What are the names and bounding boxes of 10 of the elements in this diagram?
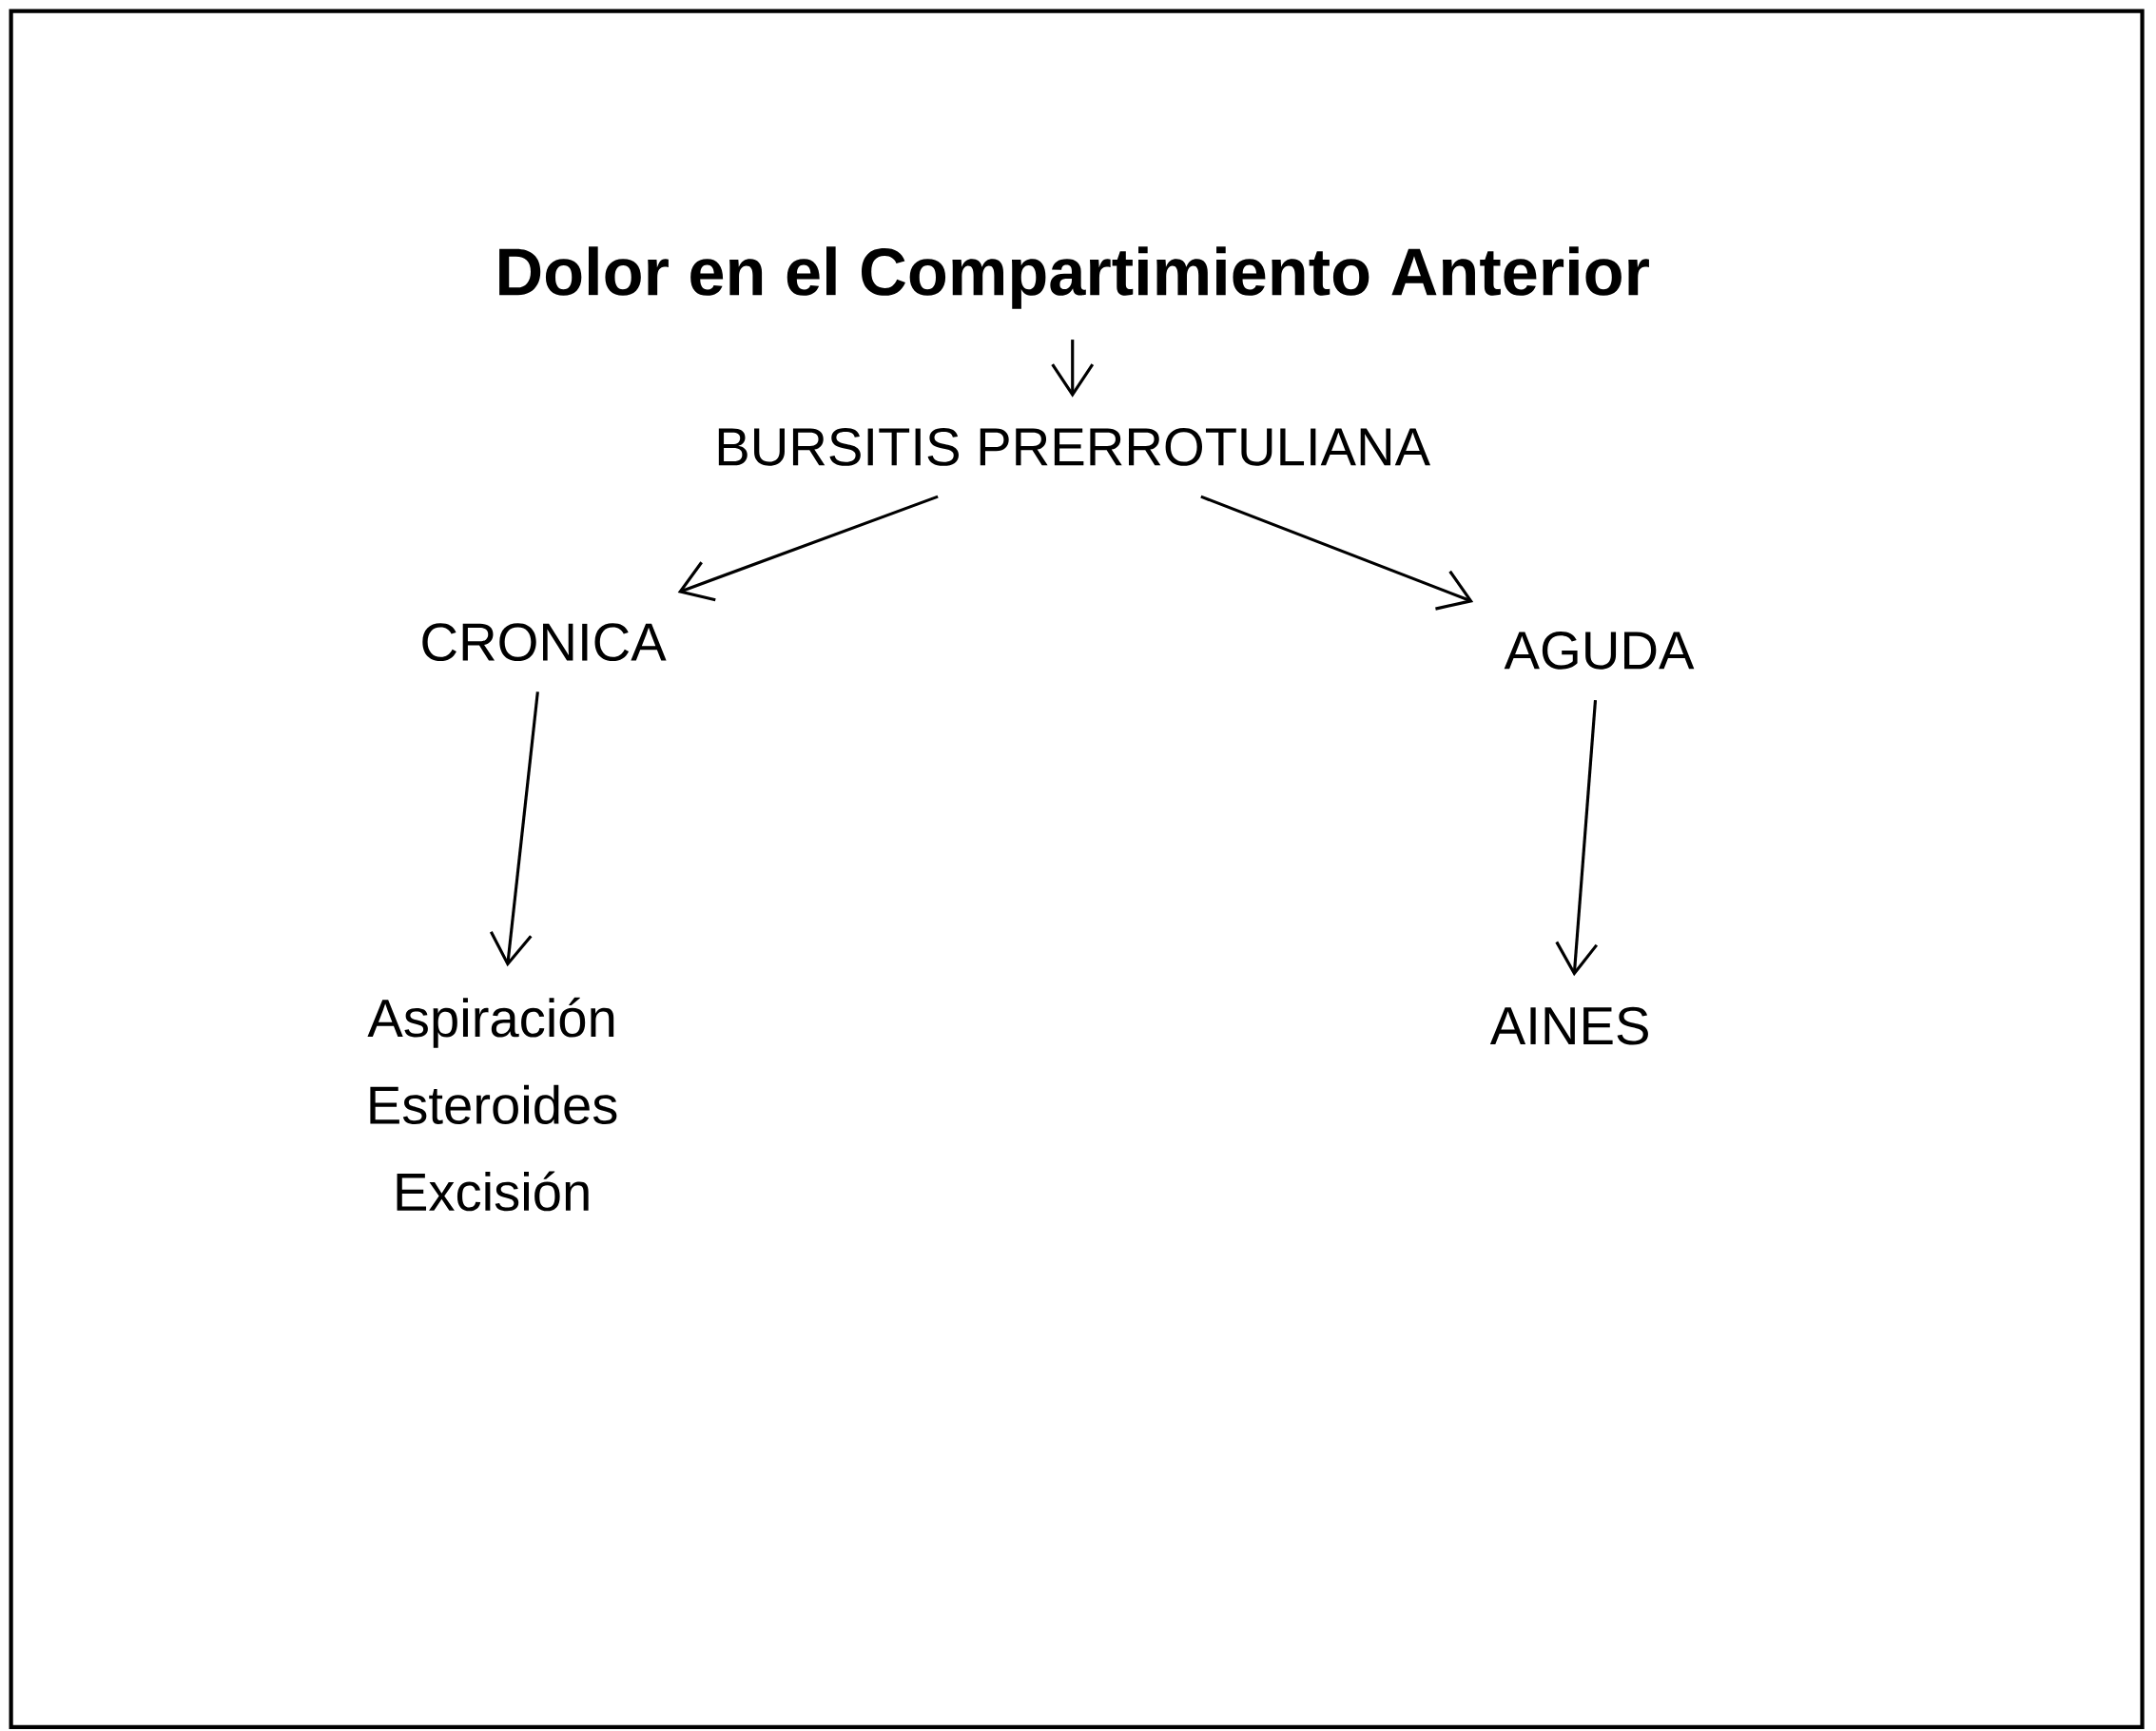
arrow <box>1555 700 1599 977</box>
arrow <box>489 691 539 967</box>
text-label: AGUDA <box>1504 632 1695 670</box>
text-label: CRONICA <box>422 623 667 662</box>
title-text: Dolor en el Compartimiento Anterior <box>499 246 1649 309</box>
text-label: BURSITIS PRERROTULIANA <box>718 428 1431 466</box>
text-label: Aspiración Esteroides Excisión <box>367 997 617 1212</box>
arrow <box>1200 495 1474 611</box>
text-label: AINES <box>1489 1006 1648 1045</box>
arrow <box>677 495 939 602</box>
